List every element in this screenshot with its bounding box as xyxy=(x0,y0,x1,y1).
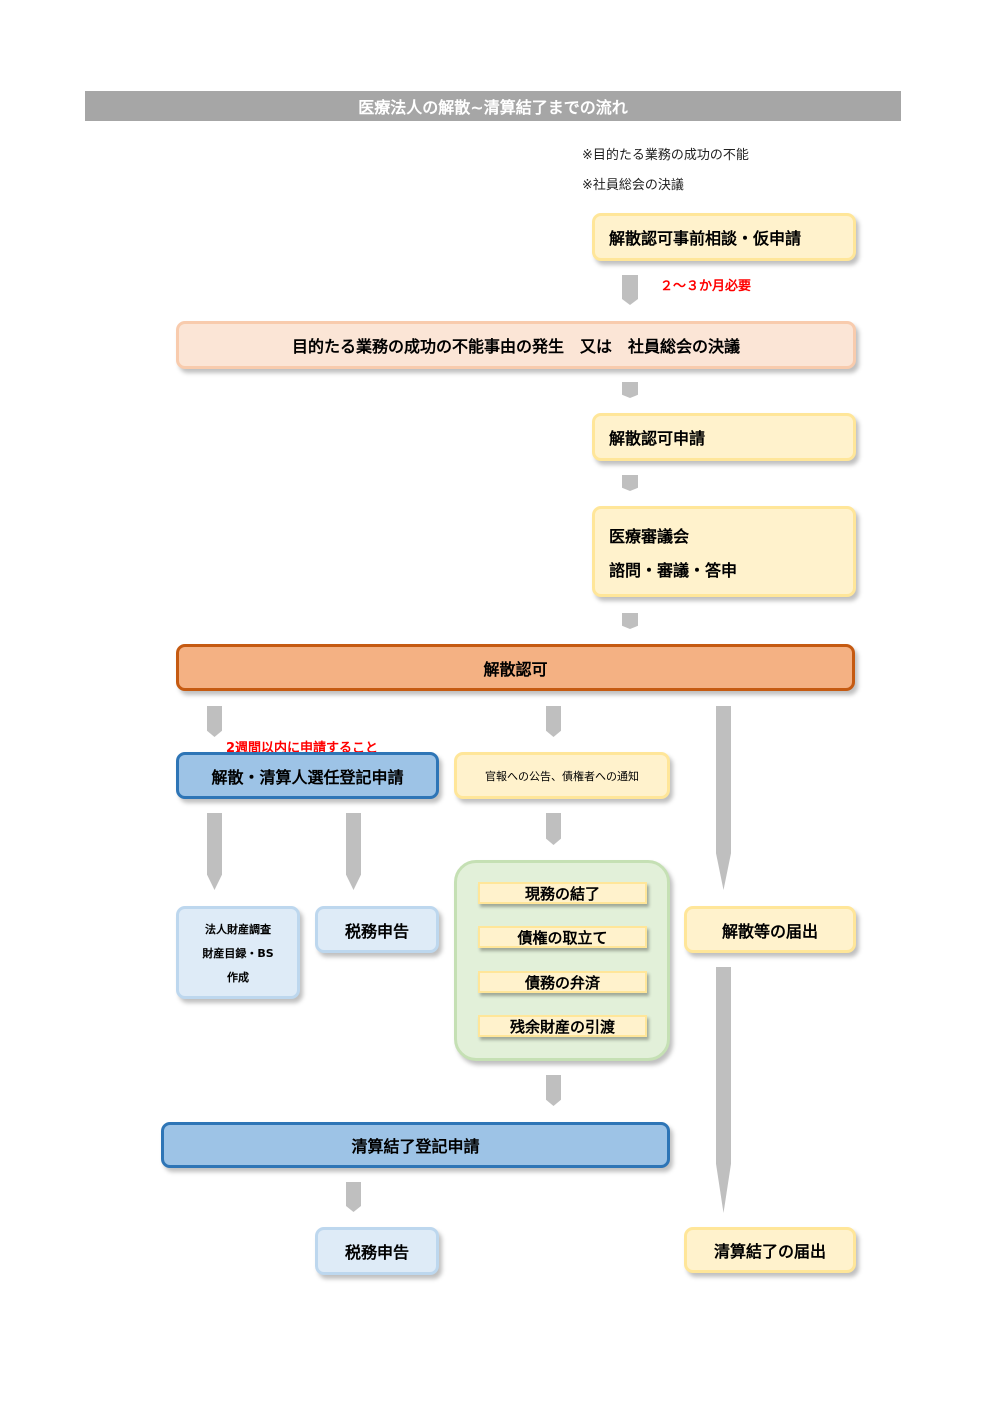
arrow-down xyxy=(546,1075,561,1106)
council-title: 医療審議会 xyxy=(609,526,690,546)
council-process: 諮問・審議・答申 xyxy=(609,560,738,580)
approval-application-box: 解散認可申請 xyxy=(592,413,856,461)
property-line: 財産目録・BS xyxy=(202,946,274,960)
arrow-down xyxy=(622,613,638,629)
arrow-down xyxy=(346,813,361,890)
arrow-down xyxy=(207,706,222,737)
medical-council-box: 医療審議会 諮問・審議・答申 xyxy=(592,506,856,597)
liquidation-item: 残余財産の引渡 xyxy=(478,1015,647,1037)
liquidation-item: 債権の取立て xyxy=(478,926,647,948)
arrow-down xyxy=(622,275,638,305)
duration-note: ２～３か月必要 xyxy=(660,279,752,294)
property-survey-box: 法人財産調査 財産目録・BS 作成 xyxy=(176,906,300,999)
liquidator-registration-box: 解散・清算人選任登記申請 xyxy=(176,752,439,799)
property-line: 法人財産調査 xyxy=(205,922,271,936)
arrow-down-long xyxy=(716,706,731,890)
arrow-down xyxy=(207,813,222,890)
tax-return-box: 税務申告 xyxy=(315,906,439,953)
page-title: 医療法人の解散~清算結了までの流れ xyxy=(85,91,901,121)
completion-notice-box: 清算結了の届出 xyxy=(684,1227,856,1273)
dissolution-cause-box: 目的たる業務の成功の不能事由の発生 又は 社員総会の決議 xyxy=(176,321,856,369)
arrow-down-long xyxy=(716,967,731,1213)
note-general-meeting: ※社員総会の決議 xyxy=(582,178,684,193)
note-business-failure: ※目的たる業務の成功の不能 xyxy=(582,148,749,163)
property-line: 作成 xyxy=(227,970,249,984)
completion-registration-box: 清算結了登記申請 xyxy=(161,1122,670,1168)
public-notice-box: 官報への公告、債権者への通知 xyxy=(454,752,670,799)
arrow-down xyxy=(346,1182,361,1212)
dissolution-notice-box: 解散等の届出 xyxy=(684,906,856,953)
arrow-down xyxy=(622,475,638,491)
liquidation-item: 現務の結了 xyxy=(478,882,647,904)
pre-consultation-box: 解散認可事前相談・仮申請 xyxy=(592,213,856,261)
arrow-down xyxy=(546,813,561,845)
final-tax-return-box: 税務申告 xyxy=(315,1227,439,1275)
arrow-down xyxy=(546,706,561,737)
arrow-down xyxy=(622,382,638,398)
liquidation-item: 債務の弁済 xyxy=(478,971,647,993)
dissolution-approval-box: 解散認可 xyxy=(176,644,855,691)
